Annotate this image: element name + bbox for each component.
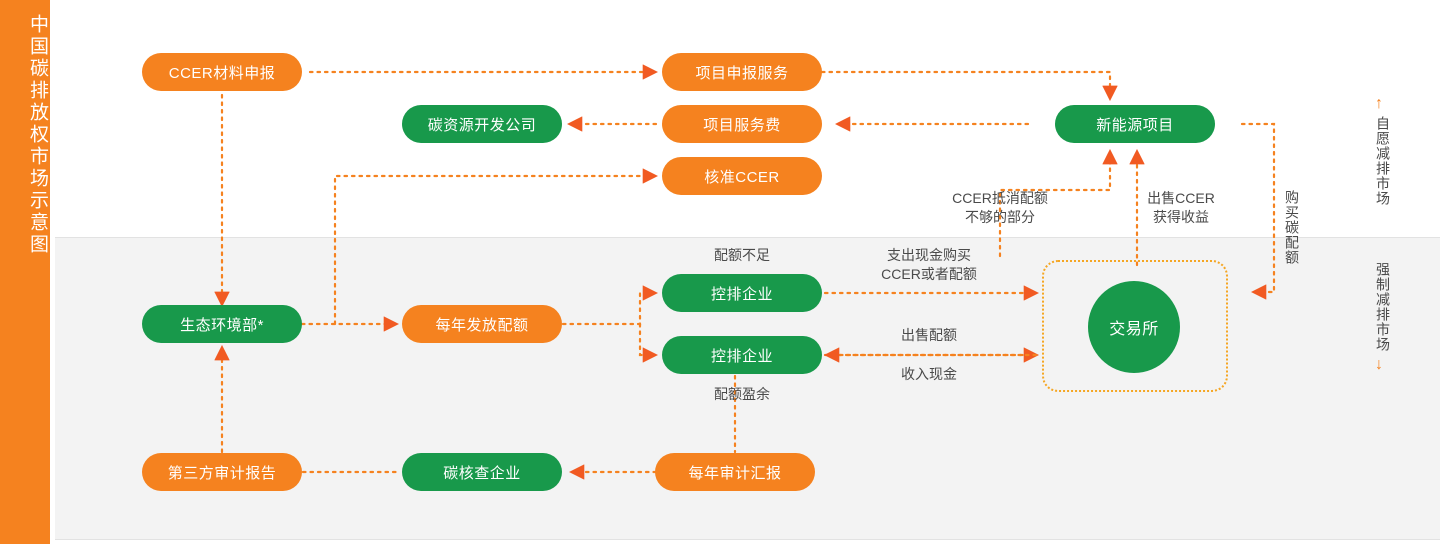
node-controlled-enterprise-2[interactable]: 控排企业	[662, 336, 822, 374]
node-carbon-resource-company-label: 碳资源开发公司	[427, 116, 537, 134]
page-title: 中国碳排放权市场示意图	[27, 14, 48, 256]
node-carbon-verification-company-label: 碳核查企业	[443, 464, 521, 482]
node-project-declaration-service[interactable]: 项目申报服务	[662, 53, 822, 91]
label-allowance-surplus: 配额盈余	[714, 386, 770, 402]
node-third-party-audit-report-label: 第三方审计报告	[167, 464, 277, 482]
label-receive-cash: 收入现金	[901, 366, 957, 382]
node-project-declaration-service-label: 项目申报服务	[695, 64, 789, 82]
node-third-party-audit-report[interactable]: 第三方审计报告	[142, 453, 302, 491]
node-annual-audit-report-label: 每年审计汇报	[688, 464, 782, 482]
mandatory-market-arrow-icon: ↓	[1375, 356, 1383, 373]
node-approved-ccer-label: 核准CCER	[704, 168, 780, 186]
node-project-service-fee-label: 项目服务费	[703, 116, 781, 134]
node-ministry-of-ecology-label: 生态环境部*	[180, 316, 264, 334]
node-project-service-fee[interactable]: 项目服务费	[662, 105, 822, 143]
label-allowance-shortage: 配额不足	[714, 247, 770, 263]
node-controlled-enterprise-1-label: 控排企业	[710, 285, 773, 303]
node-exchange[interactable]: 交易所	[1088, 281, 1180, 373]
node-carbon-resource-company[interactable]: 碳资源开发公司	[402, 105, 562, 143]
node-approved-ccer[interactable]: 核准CCER	[662, 157, 822, 195]
node-controlled-enterprise-2-label: 控排企业	[710, 347, 773, 365]
node-ccer-material[interactable]: CCER材料申报	[142, 53, 302, 91]
node-annual-audit-report[interactable]: 每年审计汇报	[655, 453, 815, 491]
label-ccer-offset-shortfall: CCER抵消配额 不够的部分	[952, 190, 1048, 225]
node-controlled-enterprise-1[interactable]: 控排企业	[662, 274, 822, 312]
node-annual-allowance-issue-label: 每年发放配额	[435, 316, 529, 334]
node-carbon-verification-company[interactable]: 碳核查企业	[402, 453, 562, 491]
title-bar: 中国碳排放权市场示意图	[0, 0, 50, 544]
node-new-energy-project[interactable]: 新能源项目	[1055, 105, 1215, 143]
label-sell-ccer-gain: 出售CCER 获得收益	[1147, 190, 1215, 225]
node-new-energy-project-label: 新能源项目	[1096, 116, 1174, 134]
node-exchange-label: 交易所	[1109, 321, 1159, 338]
label-sell-allowance: 出售配额	[901, 327, 957, 343]
node-ccer-material-label: CCER材料申报	[168, 64, 276, 82]
node-ministry-of-ecology[interactable]: 生态环境部*	[142, 305, 302, 343]
node-annual-allowance-issue[interactable]: 每年发放配额	[402, 305, 562, 343]
label-pay-cash-buy: 支出现金购买 CCER或者配额	[881, 247, 977, 282]
exchange-boundary	[1042, 260, 1228, 392]
voluntary-market-arrow-icon: ↑	[1375, 95, 1383, 112]
label-mandatory-market: 强制减排市场	[1375, 262, 1391, 352]
label-buy-carbon-allowance: 购买碳配额	[1284, 190, 1300, 265]
label-voluntary-market: 自愿减排市场	[1375, 116, 1391, 206]
